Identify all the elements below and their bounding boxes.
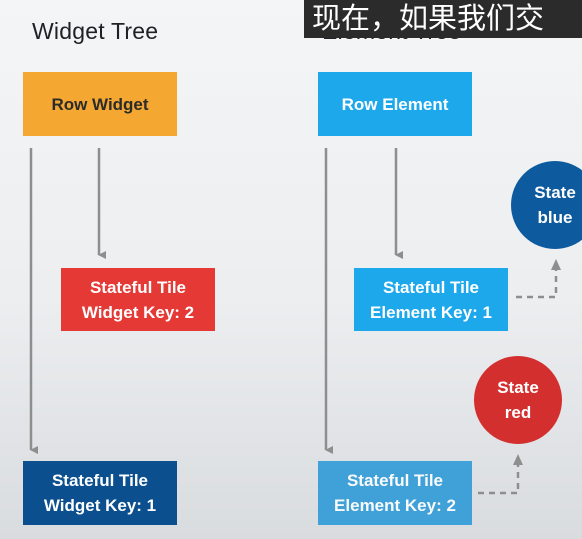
stateful-tile-element-key-2: Stateful Tile Element Key: 2 <box>318 461 472 525</box>
state-label: State <box>497 378 539 397</box>
arrowhead-state-red <box>513 454 523 465</box>
arrowhead-state-blue <box>551 259 561 270</box>
tile-key-label: Element Key: 2 <box>334 496 456 515</box>
row-element-label: Row Element <box>341 94 449 114</box>
dashed-link-key2-to-state-red <box>478 461 520 495</box>
row-element-box: Row Element <box>318 72 472 136</box>
video-subtitle-caption: 现在，如果我们交 <box>304 0 582 38</box>
stateful-tile-element-key-1: Stateful Tile Element Key: 1 <box>354 268 508 331</box>
row-widget-box: Row Widget <box>23 72 177 136</box>
tile-key-label: Element Key: 1 <box>370 302 492 322</box>
dashed-link-key1-to-state-blue <box>516 266 558 299</box>
row-widget-label: Row Widget <box>51 94 149 114</box>
tile-key-label: Widget Key: 1 <box>43 496 157 515</box>
tile-key-label: Widget Key: 2 <box>81 302 195 322</box>
tile-title: Stateful Tile <box>382 277 480 297</box>
stateful-tile-widget-key-2: Stateful Tile Widget Key: 2 <box>61 268 215 331</box>
tile-title: Stateful Tile <box>89 277 187 297</box>
stateful-tile-widget-key-1: Stateful Tile Widget Key: 1 <box>23 461 177 525</box>
state-value: blue <box>537 208 573 227</box>
tile-title: Stateful Tile <box>51 471 149 490</box>
state-label: State <box>534 183 576 202</box>
widget-tree-heading: Widget Tree <box>32 18 159 44</box>
state-value: red <box>504 403 532 422</box>
tile-title: Stateful Tile <box>346 471 444 490</box>
state-red-circle: State red <box>474 356 562 444</box>
state-blue-circle: State blue <box>511 161 582 249</box>
